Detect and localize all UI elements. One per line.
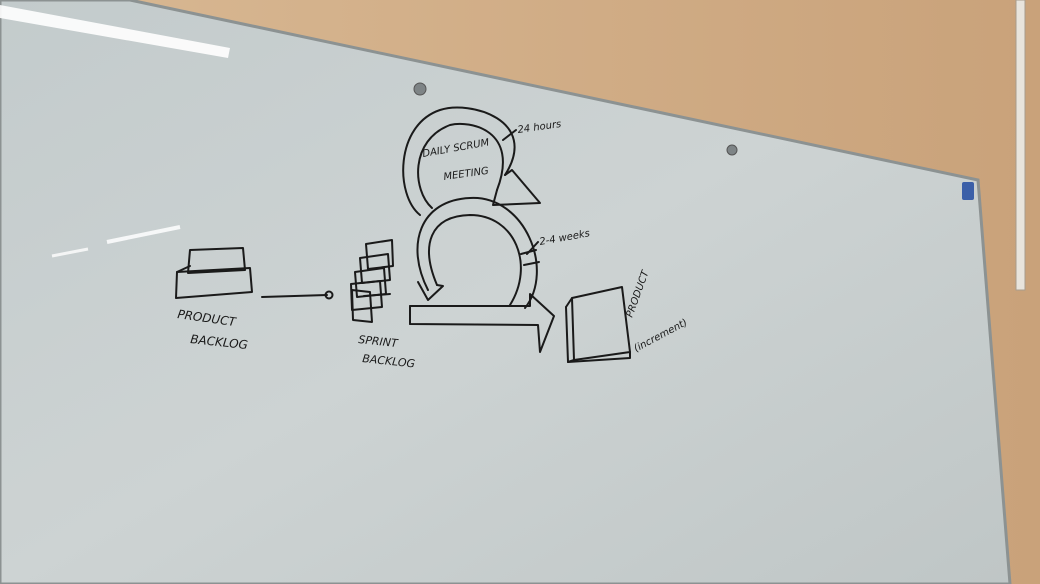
mounting-screw — [726, 144, 738, 156]
annotation-pointer-24h — [502, 129, 517, 141]
product-increment-icon — [565, 286, 631, 363]
mounting-screw — [413, 82, 427, 96]
sprint-backlog-label-line2: BACKLOG — [362, 352, 416, 370]
light-reflection — [0, 5, 230, 58]
sprint-cycle-arrow — [416, 196, 540, 309]
light-reflection-small-2 — [51, 247, 89, 258]
product-backlog-label-line2: BACKLOG — [190, 332, 249, 352]
connector-dot — [324, 290, 334, 300]
board-corner-clip — [962, 182, 974, 200]
sprint-backlog-label-line1: SPRINT — [358, 333, 400, 350]
flow-arrow-to-product — [409, 293, 555, 353]
product-backlog-icon — [175, 247, 253, 299]
daily-scrum-cycle-arrow — [402, 106, 541, 216]
light-reflection-small — [106, 225, 181, 244]
whiteboard-surface — [0, 0, 1012, 584]
sprint-backlog-icon — [350, 239, 394, 323]
annotation-pointer-weeks — [526, 241, 539, 255]
wall-pipe — [1015, 0, 1026, 291]
connector-arrow — [261, 294, 328, 298]
